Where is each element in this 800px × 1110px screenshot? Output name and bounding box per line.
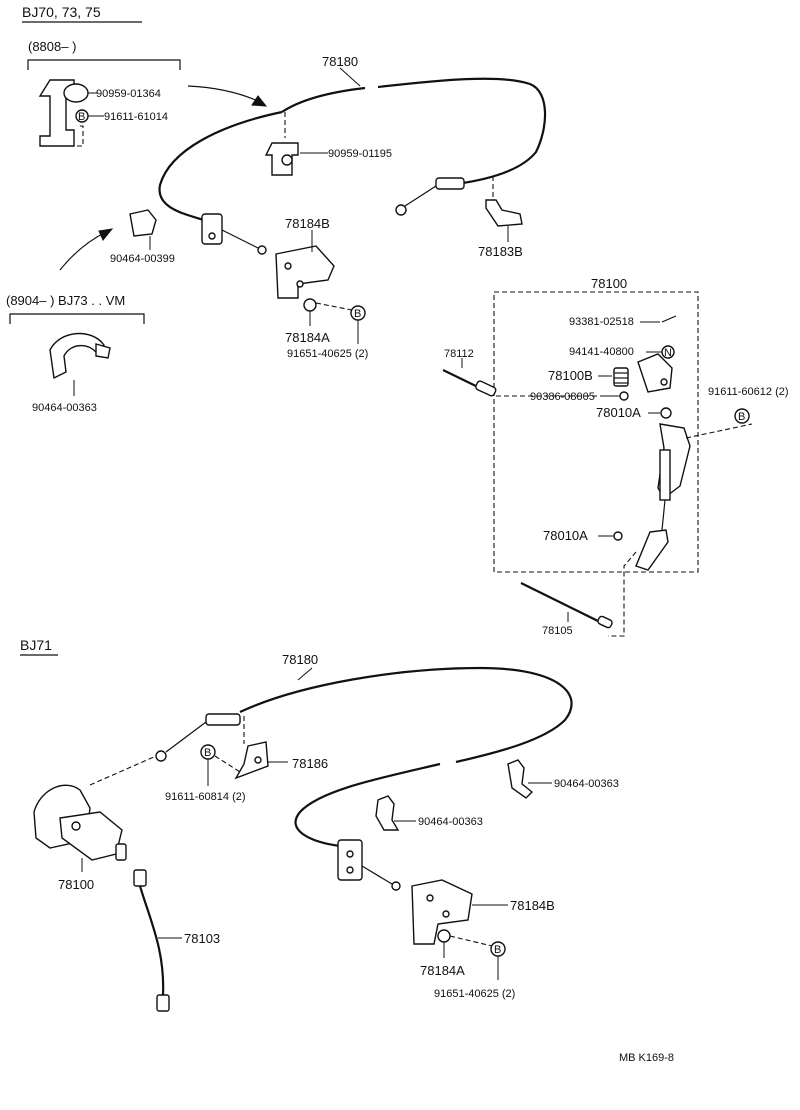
dash-rod-b [608,551,637,637]
leader-bottom-cable [297,667,313,681]
bottom-section: BJ71 78180 78186 B 91611-60814 (2) [20,637,619,1012]
bottom-header: BJ71 [20,637,52,653]
date-note-a: (8808– ) [28,39,76,54]
rod-part-b [520,582,613,629]
label-clip-b: 90959-01195 [328,148,392,160]
date-bracket-a [27,59,181,70]
label-bottom-cable: 78180 [282,652,318,667]
label-rod-a: 78112 [444,348,474,360]
label-bracket-b-bottom: 78184B [510,898,555,913]
dash-bolt-bottom-b [449,935,493,947]
label-nut: 94141-40800 [569,346,634,358]
bottom-cable-seg-1 [239,666,573,764]
dash-bolt-bottom-a [214,755,241,773]
leader-top-cable [339,67,361,87]
clamp-part-b-bottom [375,795,400,831]
label-clamp-b: 90464-00363 [32,402,97,414]
pedal-part-bottom [33,784,127,861]
label-bolt-bottom-a: 91611-60814 (2) [165,791,246,803]
label-stopper-bottom: 78184A [420,963,465,978]
clamp-part-a-bottom [507,759,534,799]
top-section: BJ70, 73, 75 (8808– ) 90959-01364 B 9161… [6,4,547,414]
rod-part-a [442,369,497,397]
bolt-marker-bottom-a-symbol: B [204,747,211,759]
label-stopper: 78184A [285,330,330,345]
top-cable-inner [221,229,259,249]
arrow-head-b [98,228,114,241]
label-clamp-b-bottom: 90464-00363 [418,816,483,828]
label-pin: 93381-02518 [569,316,634,328]
bolt-marker-pedal-symbol: B [738,411,745,423]
label-bracket-a-bottom: 78186 [292,756,328,771]
top-header: BJ70, 73, 75 [22,4,101,20]
label-bushing-lower: 78010A [543,528,588,543]
top-cable-seg-3 [158,110,283,224]
dash-bolt-pedal [685,423,753,439]
label-clamp-a-bottom: 90464-00363 [554,778,619,790]
label-spring: 78100B [548,368,593,383]
label-bolt-b: 91651-40625 (2) [287,348,368,360]
bracket-part-b [275,245,335,299]
bolt-marker-pedal [734,408,750,424]
label-bolt-a: 91611-61014 [104,111,168,123]
dash-bolt-b [315,302,353,311]
bolt-marker-bottom-b-symbol: B [494,944,501,956]
arrow-lower-left [59,231,107,271]
label-bracket-b: 78184B [285,216,330,231]
stopper-part [303,298,317,312]
clip-part-b [264,142,299,176]
washer-part [619,391,629,401]
bolt-marker-b-symbol: B [354,308,361,320]
clip-part-a [38,79,89,147]
label-top-cable: 78180 [322,54,358,69]
pedal-lever-upper [637,353,673,393]
label-clip-a: 90959-01364 [96,88,161,100]
date-note-b: (8904– ) BJ73 . . VM [6,293,125,308]
label-pedal-bottom: 78100 [58,877,94,892]
label-bracket-c: 78183B [478,244,523,259]
label-washer: 90386-08005 [530,391,595,403]
pedal-assy-section: 78100 93381-02518 N 94141-40800 78100B 9… [442,276,789,637]
bottom-cable-end-upper [155,713,241,762]
arrow-head-a [251,95,268,107]
spring-part [613,367,629,387]
bolt-marker-a-symbol: B [78,111,85,123]
label-bolt-bottom-b: 91651-40625 (2) [434,988,515,1000]
top-cable-end-right [395,177,465,216]
pedal-assy-label: 78100 [591,276,627,291]
pedal-assy-box [493,291,699,573]
top-cable-seg-1 [281,86,366,113]
bushing-lower-part [613,531,623,541]
label-bushing-upper: 78010A [596,405,641,420]
label-clamp-a: 90464-00399 [110,253,175,265]
bushing-upper-part [660,407,672,419]
pedal-lever-main [635,423,691,571]
bottom-cable-seg-2 [294,762,441,848]
label-bolt-pedal: 91611-60612 (2) [708,386,789,398]
label-rod-b: 78105 [542,625,573,637]
cable-lever-bottom [337,839,401,891]
top-cable-end-left [257,245,267,255]
dash-pedal-bottom [89,755,157,786]
bracket-part-a-bottom [234,741,269,780]
bracket-part-c [485,199,523,227]
stopper-part-bottom [437,929,451,943]
pin-part [661,315,677,323]
clamp-part-a [129,209,223,245]
bracket-part-b-bottom [411,879,473,945]
top-cable-seg-2 [377,77,547,186]
arrow-clip-to-cable [187,85,261,103]
clamp-part-b [49,332,111,380]
footer-code: MB K169-8 [619,1052,674,1064]
date-bracket-b [9,313,145,324]
nut-marker-symbol: N [664,347,672,359]
rod-part-bottom [133,869,170,1012]
label-rod-bottom: 78103 [184,931,220,946]
